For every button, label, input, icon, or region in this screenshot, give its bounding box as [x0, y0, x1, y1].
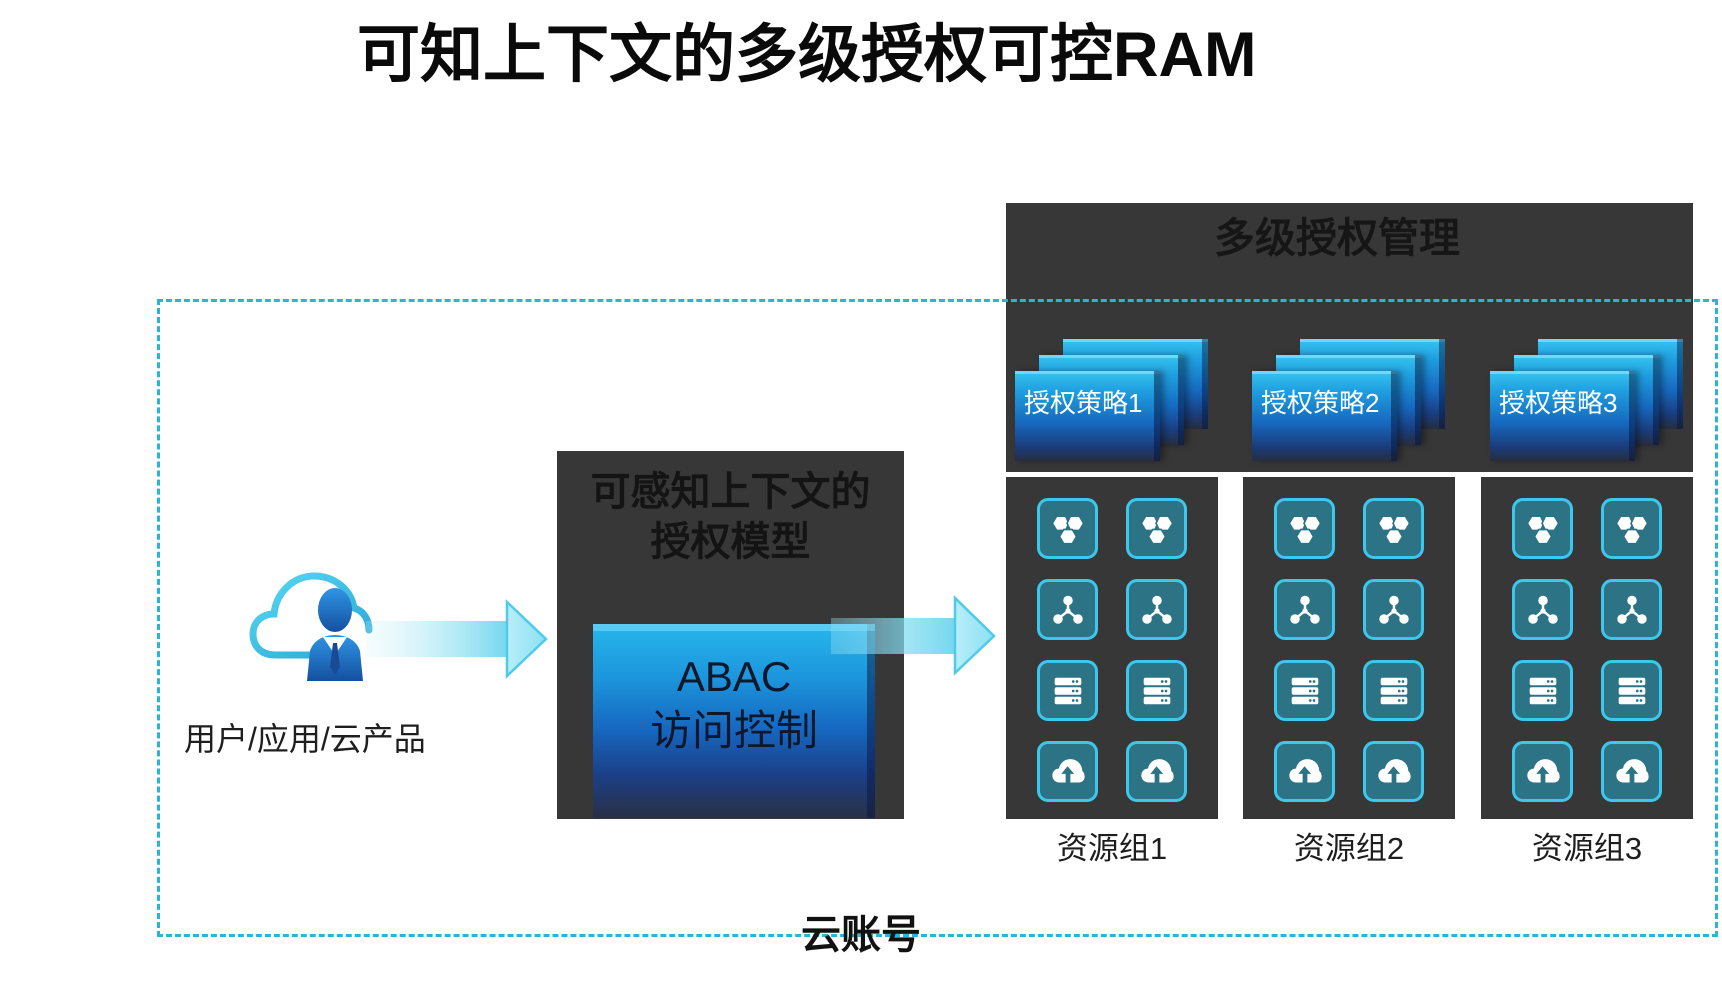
server-stack-icon — [1274, 660, 1335, 721]
cloud-upload-icon — [1037, 741, 1098, 802]
abac-access-control-block: ABAC 访问控制 — [593, 624, 875, 818]
context-model-title-line: 可感知上下文的 — [590, 470, 871, 514]
policy-stack-3: 授权策略3 — [1490, 339, 1683, 493]
server-stack-icon — [1037, 660, 1098, 721]
resource-group-2 — [1243, 477, 1455, 819]
resource-group-3 — [1481, 477, 1693, 819]
context-model-title-line: 授权模型 — [650, 520, 811, 564]
network-nodes-icon — [1126, 579, 1187, 640]
hexagon-cluster-icon — [1037, 498, 1098, 559]
network-nodes-icon — [1363, 579, 1424, 640]
multi-level-auth-panel: 多级授权管理 授权策略1 授权策略2 授权策略3 — [1006, 203, 1693, 472]
network-nodes-icon — [1512, 579, 1573, 640]
flow-arrow-to-model — [366, 599, 548, 679]
policy-label: 授权策略3 — [1499, 388, 1618, 418]
context-model-title: 可感知上下文的 授权模型 — [557, 467, 904, 567]
policy-card: 授权策略2 — [1252, 371, 1397, 461]
multi-level-auth-title: 多级授权管理 — [1214, 215, 1460, 261]
requester-label: 用户/应用/云产品 — [184, 721, 426, 757]
policy-stack-1: 授权策略1 — [1015, 339, 1208, 493]
cloud-upload-icon — [1601, 741, 1662, 802]
policy-label: 授权策略1 — [1024, 388, 1143, 418]
resource-group-label: 资源组3 — [1531, 831, 1643, 866]
server-stack-icon — [1601, 660, 1662, 721]
cloud-upload-icon — [1274, 741, 1335, 802]
hexagon-cluster-icon — [1126, 498, 1187, 559]
resource-group-1 — [1006, 477, 1218, 819]
network-nodes-icon — [1037, 579, 1098, 640]
server-stack-icon — [1126, 660, 1187, 721]
access-control-label: 访问控制 — [649, 707, 818, 754]
hexagon-cluster-icon — [1363, 498, 1424, 559]
cloud-upload-icon — [1126, 741, 1187, 802]
cloud-upload-icon — [1363, 741, 1424, 802]
cloud-upload-icon — [1512, 741, 1573, 802]
network-nodes-icon — [1601, 579, 1662, 640]
server-stack-icon — [1512, 660, 1573, 721]
page-title: 可知上下文的多级授权可控RAM — [357, 20, 1257, 90]
cloud-account-label: 云账号 — [801, 913, 921, 957]
policy-stack-2: 授权策略2 — [1252, 339, 1445, 493]
hexagon-cluster-icon — [1512, 498, 1573, 559]
cloud-user-icon — [249, 572, 373, 681]
policy-card: 授权策略3 — [1490, 371, 1635, 461]
policy-label: 授权策略2 — [1261, 388, 1380, 418]
policy-card: 授权策略1 — [1015, 371, 1160, 461]
hexagon-cluster-icon — [1274, 498, 1335, 559]
flow-arrow-to-resources — [831, 595, 996, 676]
hexagon-cluster-icon — [1601, 498, 1662, 559]
server-stack-icon — [1363, 660, 1424, 721]
network-nodes-icon — [1274, 579, 1335, 640]
resource-group-label: 资源组2 — [1293, 831, 1405, 866]
resource-group-label: 资源组1 — [1056, 831, 1168, 866]
abac-label: ABAC — [676, 653, 792, 700]
